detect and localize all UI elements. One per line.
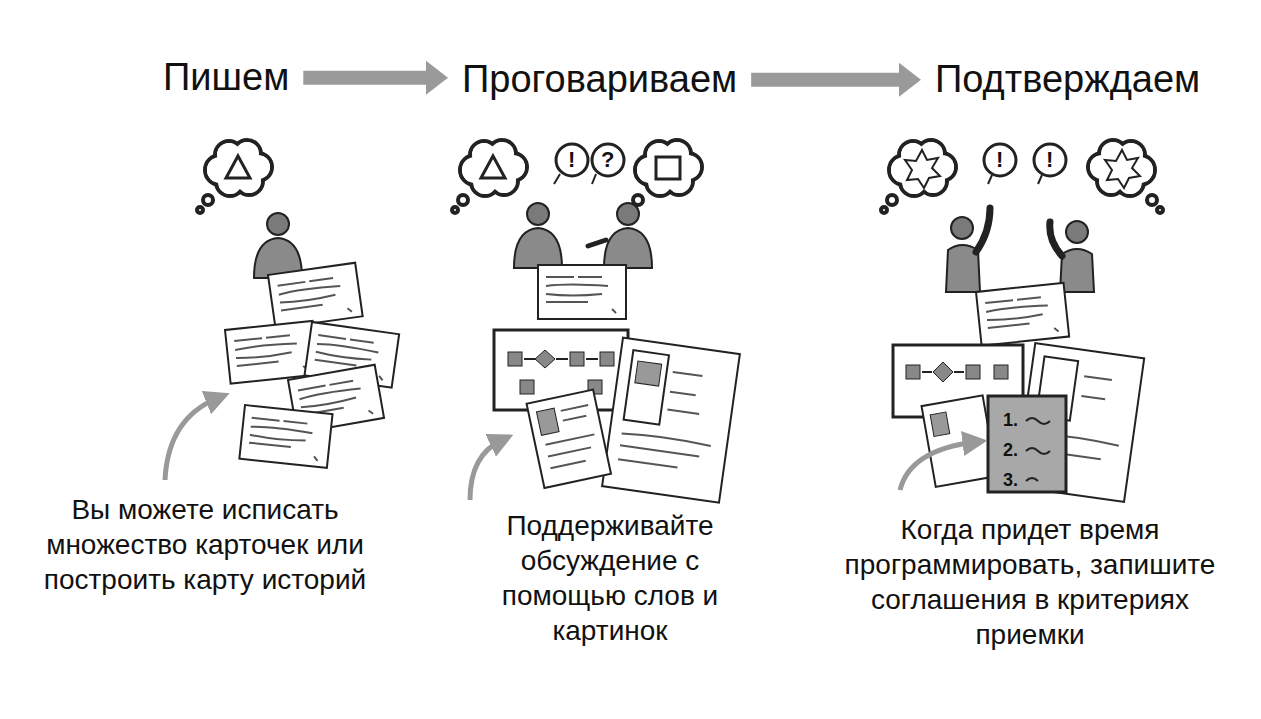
symbol-mark: ! [568, 146, 575, 174]
symbol-mark: ! [1046, 146, 1053, 174]
caption-note: Поддерживайте обсуждение с помощью слов … [460, 508, 760, 648]
caption-note: Когда придет время программировать, запи… [840, 512, 1220, 652]
arrow-head [899, 63, 921, 97]
step-heading: Проговариваем [454, 55, 745, 105]
caption-note: Вы можете исписать множество карточек ил… [35, 492, 375, 597]
heading-text: Подтверждаем [935, 57, 1200, 103]
heading-text: Проговариваем [462, 57, 737, 103]
flow-arrow [751, 63, 921, 97]
symbol-mark: 2. [1003, 439, 1018, 462]
symbol-mark: ! [996, 146, 1003, 174]
step-heading: Пишем [155, 53, 297, 103]
flow-arrow [303, 61, 448, 95]
arrow-head [426, 61, 448, 95]
arrow-shaft [751, 73, 901, 87]
symbol-mark: 1. [1003, 409, 1018, 432]
symbol-mark: ? [601, 146, 614, 174]
arrow-shaft [303, 71, 428, 85]
symbol-mark: 3. [1003, 469, 1018, 492]
step-heading: Подтверждаем [927, 55, 1208, 105]
heading-text: Пишем [163, 55, 289, 101]
